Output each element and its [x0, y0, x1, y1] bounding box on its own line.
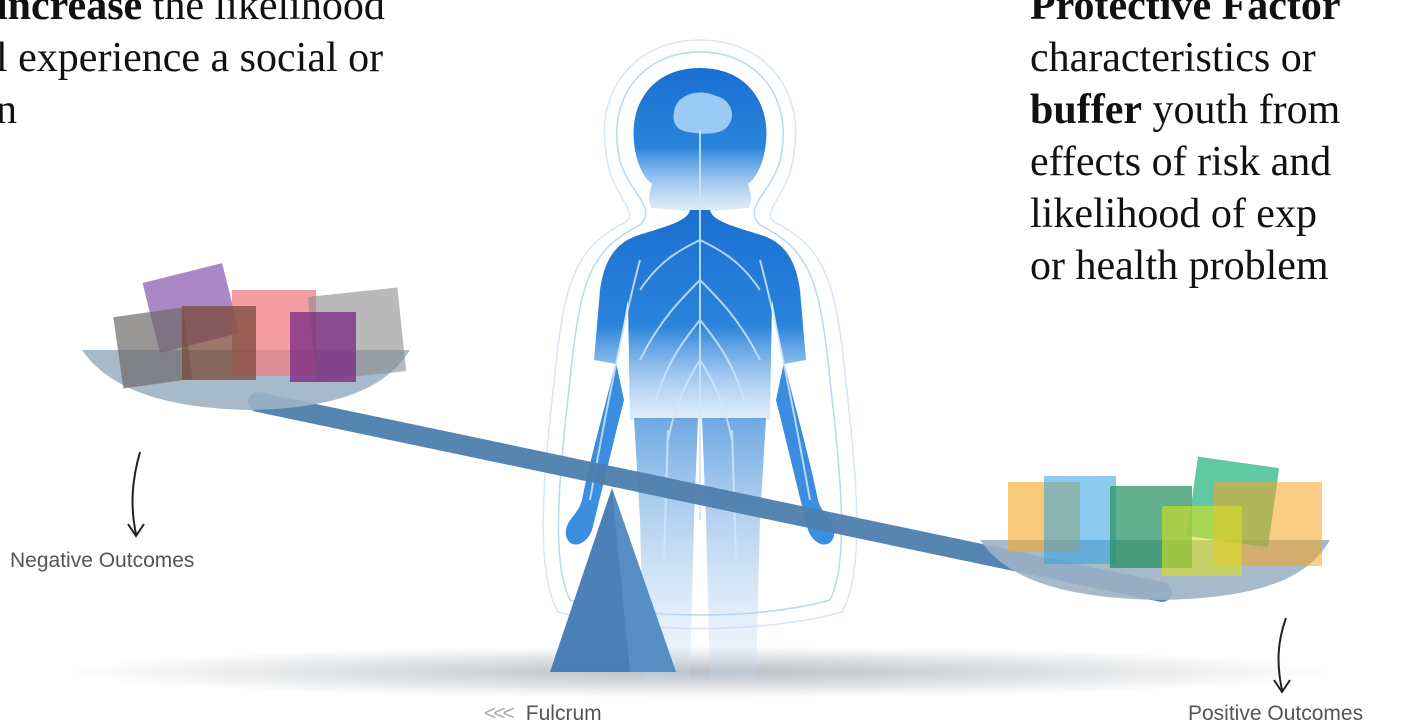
chevrons-left-icon: <<<	[484, 702, 515, 725]
protective-factor-heading: Protective Factor	[1030, 0, 1341, 29]
protective-text-line-6: or health problem	[1030, 243, 1329, 289]
increase-keyword: increase	[0, 0, 143, 29]
fulcrum-label-text: Fulcrum	[525, 702, 602, 725]
protective-text-line-1: Protective Factor	[1030, 0, 1341, 32]
negative-outcomes-label: Negative Outcomes	[10, 549, 195, 572]
protective-text-line-4: effects of risk and	[1030, 139, 1332, 185]
protective-box	[1162, 506, 1242, 576]
risk-text-line-1-rest: the likelihood	[142, 0, 385, 29]
risk-box	[182, 306, 256, 380]
risk-box	[113, 307, 193, 389]
risk-text-line-3: n	[0, 87, 17, 133]
risk-text-line-2: l experience a social or	[0, 35, 384, 81]
fulcrum	[550, 488, 676, 672]
protective-text-line-2: characteristics or	[1030, 35, 1316, 81]
positive-outcomes-label: Positive Outcomes	[1188, 702, 1364, 725]
ground-shadow	[60, 646, 1340, 698]
positive-arrow	[1273, 617, 1291, 694]
protective-factors-description: Protective Factor characteristics or buf…	[1030, 0, 1341, 292]
protective-text-line-5: likelihood of exp	[1030, 191, 1317, 237]
risk-factors-description: increase the likelihood l experience a s…	[0, 0, 385, 136]
protective-text-line-3: buffer youth from	[1030, 84, 1341, 136]
protective-factors-pan	[980, 456, 1330, 600]
risk-box	[290, 312, 356, 382]
protective-text-line-3-rest: youth from	[1141, 87, 1341, 133]
negative-arrow	[127, 451, 145, 538]
buffer-keyword: buffer	[1030, 87, 1142, 133]
protective-box	[1044, 476, 1116, 564]
risk-factors-pan	[82, 263, 410, 410]
risk-text-line-1: increase the likelihood	[0, 0, 385, 32]
fulcrum-label: <<< Fulcrum	[484, 702, 602, 726]
